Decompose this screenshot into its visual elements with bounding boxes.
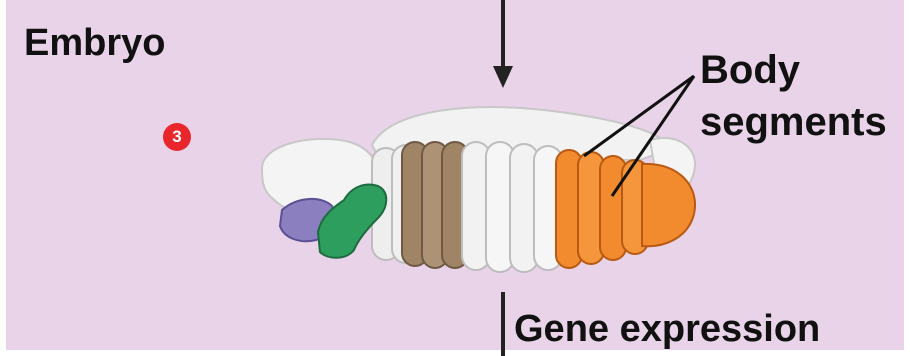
embryo-title: Embryo xyxy=(24,22,165,65)
thoracic-segments xyxy=(402,142,468,268)
step-badge: 3 xyxy=(163,123,191,151)
arrow-from-above xyxy=(493,0,513,88)
gene-expression-label: Gene expression xyxy=(514,308,820,351)
body-segments-label-line1: Body xyxy=(700,48,800,93)
body-segments-label-line2: segments xyxy=(700,100,887,145)
unexpressed-middle-segments xyxy=(462,142,562,272)
